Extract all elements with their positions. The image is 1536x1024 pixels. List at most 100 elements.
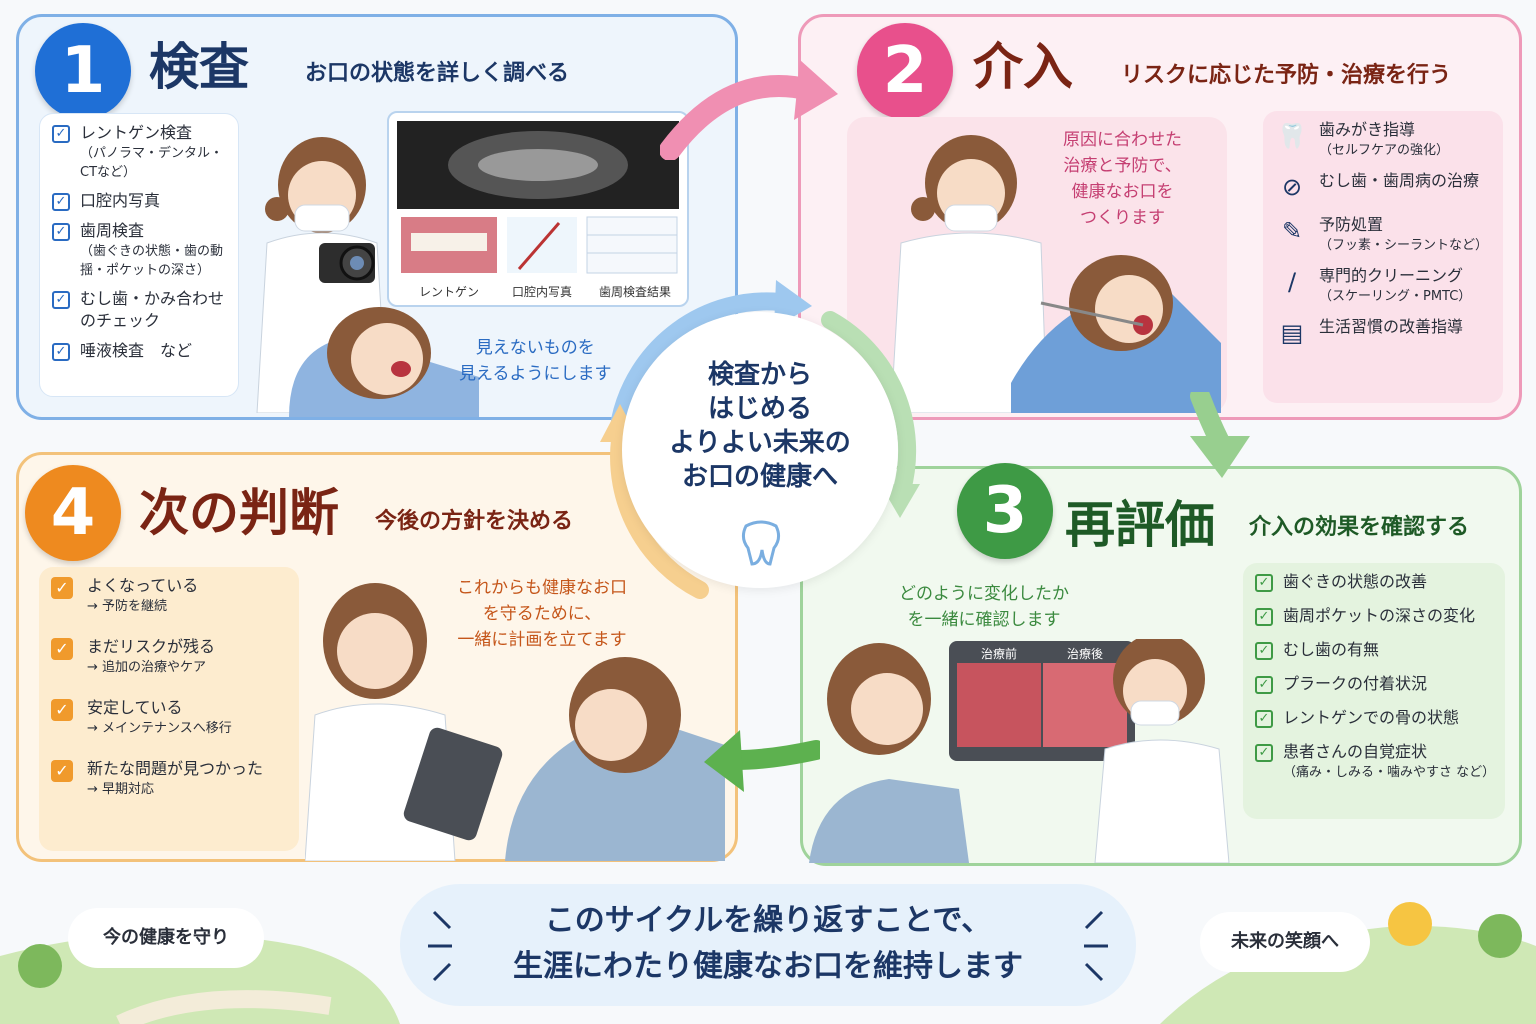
step3-subtitle: 介入の効果を確認する [1249, 515, 1470, 540]
step2-list-item: ▤生活習慣の改善指導 [1275, 316, 1491, 350]
step4-panel: 4 次の判断 今後の方針を決める ✓よくなっている→ 予防を継続✓まだリスクが残… [16, 452, 738, 862]
center-line: よりよい未来の [669, 428, 851, 458]
step3-list-item: ✓ プラークの付着状況 [1255, 673, 1493, 695]
item-main-text: レントゲン検査 [80, 123, 193, 142]
center-circle: 検査から はじめる よりよい未来の お口の健康へ [622, 312, 898, 588]
checkbox-icon: ✓ [1255, 744, 1273, 762]
step2-list-item: ✎予防処置（フッ素・シーラントなど） [1275, 214, 1491, 255]
item-main-text: 口腔内写真 [80, 191, 161, 210]
step3-number-badge: 3 [957, 463, 1053, 559]
item-sub-text: → 予防を継続 [87, 599, 168, 614]
reevaluation-illustration [809, 639, 1230, 863]
checkbox-icon: ✓ [1255, 642, 1273, 660]
step3-title: 再評価 [1065, 496, 1215, 554]
checkbox-icon: ✓ [1255, 676, 1273, 694]
step3-list-item: ✓ 患者さんの自覚症状 （痛み・しみる・噛みやすさ など） [1255, 741, 1496, 782]
item-main-text: 歯ぐきの状態の改善 [1283, 572, 1428, 591]
step1-number-badge: 1 [35, 23, 131, 119]
step1-handwritten-note: 見えないものを 見えるようにします [459, 335, 612, 387]
item-main-text: むし歯の有無 [1283, 640, 1380, 659]
step2-action-list: 🦷歯みがき指導（セルフケアの強化）⊘むし歯・歯周病の治療✎予防処置（フッ素・シー… [1263, 111, 1503, 403]
step4-subtitle: 今後の方針を決める [375, 509, 574, 534]
tooth-icon [741, 520, 781, 566]
checkbox-icon: ✓ [52, 193, 70, 211]
before-label: 治療前 [980, 647, 1017, 661]
step2-handwritten-note: 原因に合わせた 治療と予防で、 健康なお口を つくります [1063, 127, 1182, 231]
item-sub-text: （セルフケアの強化） [1319, 143, 1450, 158]
step3-list-item: ✓ 歯周ポケットの深さの変化 [1255, 605, 1493, 627]
check-icon: ✓ [51, 760, 73, 782]
step1-note-line: 見えないものを [475, 338, 595, 358]
bottom-banner-line: 生涯にわたり健康なお口を維持します [513, 949, 1023, 984]
document-icon: ▤ [1280, 319, 1304, 347]
item-main-text: 歯周ポケットの深さの変化 [1283, 606, 1476, 625]
step2-list-item: ∕専門的クリーニング（スケーリング・PMTC） [1275, 265, 1491, 306]
bottom-banner: このサイクルを繰り返すことで、 生涯にわたり健康なお口を維持します [400, 884, 1136, 1006]
step4-note-line: を守るために、 [482, 604, 602, 624]
step2-list-item: 🦷歯みがき指導（セルフケアの強化） [1275, 119, 1491, 160]
caption-intraoral-photo: 口腔内写真 [511, 285, 572, 299]
step1-title: 検査 [149, 38, 249, 96]
step3-list-item: ✓歯ぐきの状態の改善 [1255, 571, 1493, 593]
checkbox-icon: ✓ [52, 223, 70, 241]
step3-list-item: ✓ むし歯の有無 [1255, 639, 1493, 661]
step3-list-item: ✓レントゲンでの骨の状態 [1255, 707, 1493, 729]
item-main-text: むし歯・歯周病の治療 [1319, 171, 1480, 190]
checkbox-icon: ✓ [52, 125, 70, 143]
step4-note-line: 一緒に計画を立てます [457, 630, 627, 650]
item-main-text: 新たな問題が見つかった [87, 759, 264, 778]
bottom-right-bubble: 未来の笑顔へ [1200, 912, 1370, 972]
item-main-text: 専門的クリーニング [1319, 266, 1464, 285]
step4-list-item: ✓よくなっている→ 予防を継続 [51, 575, 287, 616]
step1-note-line: 見えるようにします [459, 364, 612, 384]
step2-number-badge: 2 [857, 23, 953, 119]
step1-list-item: ✓歯周検査（歯ぐきの状態・歯の動揺・ポケットの深さ） [52, 220, 226, 280]
check-icon: ✓ [51, 638, 73, 660]
checkbox-icon: ✓ [1255, 608, 1273, 626]
center-line: お口の健康へ [681, 462, 838, 492]
sparkle-right-icon [1084, 910, 1108, 982]
item-sub-text: （フッ素・シーラントなど） [1319, 238, 1489, 253]
center-message: 検査から はじめる よりよい未来の お口の健康へ [622, 358, 898, 494]
step2-note-line: 治療と予防で、 [1063, 156, 1182, 176]
exam-images-board: レントゲン 口腔内写真 歯周検査結果 [387, 111, 689, 307]
step1-list-item: ✓唾液検査 など [52, 340, 226, 362]
item-main-text: 歯みがき指導 [1319, 120, 1416, 139]
item-sub-text: （スケーリング・PMTC） [1319, 289, 1472, 304]
step2-note-line: 原因に合わせた [1063, 130, 1182, 150]
checkbox-icon: ✓ [52, 291, 70, 309]
step2-note-line: 健康なお口を [1071, 182, 1174, 202]
after-label: 治療後 [1066, 647, 1103, 661]
item-sub-text: （痛み・しみる・噛みやすさ など） [1283, 765, 1496, 780]
step1-list-item: ✓むし歯・かみ合わせのチェック [52, 288, 226, 332]
item-sub-text: （歯ぐきの状態・歯の動揺・ポケットの深さ） [80, 244, 224, 278]
patient-illustration [289, 307, 479, 417]
dentist-treating-patient-illustration [890, 135, 1221, 413]
step1-list-item: ✓ 口腔内写真 [52, 190, 226, 212]
step4-list-item: ✓まだリスクが残る→ 追加の治療やケア [51, 636, 287, 677]
bottom-left-bubble: 今の健康を守り [68, 908, 264, 968]
item-main-text: 唾液検査 など [80, 341, 193, 360]
no-bacteria-icon: ⊘ [1281, 173, 1303, 201]
step1-panel: 1 検査 お口の状態を詳しく調べる ✓レントゲン検査（パノラマ・デンタル・CTな… [16, 14, 738, 420]
step3-note-line: を一緒に確認します [907, 610, 1061, 630]
bottom-banner-line: このサイクルを繰り返すことで、 [544, 903, 992, 938]
item-main-text: 予防処置 [1319, 215, 1384, 234]
caption-perio-chart: 歯周検査結果 [598, 285, 671, 299]
step4-list-item: ✓新たな問題が見つかった→ 早期対応 [51, 758, 287, 799]
step1-subtitle: お口の状態を詳しく調べる [305, 61, 570, 86]
step3-note-line: どのように変化したか [899, 584, 1069, 604]
item-main-text: レントゲンでの骨の状態 [1283, 708, 1460, 727]
step1-checklist: ✓レントゲン検査（パノラマ・デンタル・CTなど）✓口腔内写真✓歯周検査（歯ぐきの… [39, 113, 239, 397]
item-main-text: まだリスクが残る [87, 637, 216, 656]
center-line: 検査から [707, 360, 812, 390]
step4-note-line: これからも健康なお口 [457, 578, 627, 598]
step4-title: 次の判断 [139, 484, 339, 542]
step2-title: 介入 [973, 38, 1073, 96]
dentist-with-camera-illustration [256, 137, 388, 413]
item-main-text: 患者さんの自覚症状 [1283, 742, 1428, 761]
step4-decision-list: ✓よくなっている→ 予防を継続✓まだリスクが残る→ 追加の治療やケア✓安定してい… [39, 567, 299, 851]
item-main-text: プラークの付着状況 [1283, 674, 1428, 693]
step4-list-item: ✓安定している→ メインテナンスへ移行 [51, 697, 287, 738]
step2-note-line: つくります [1080, 208, 1165, 228]
